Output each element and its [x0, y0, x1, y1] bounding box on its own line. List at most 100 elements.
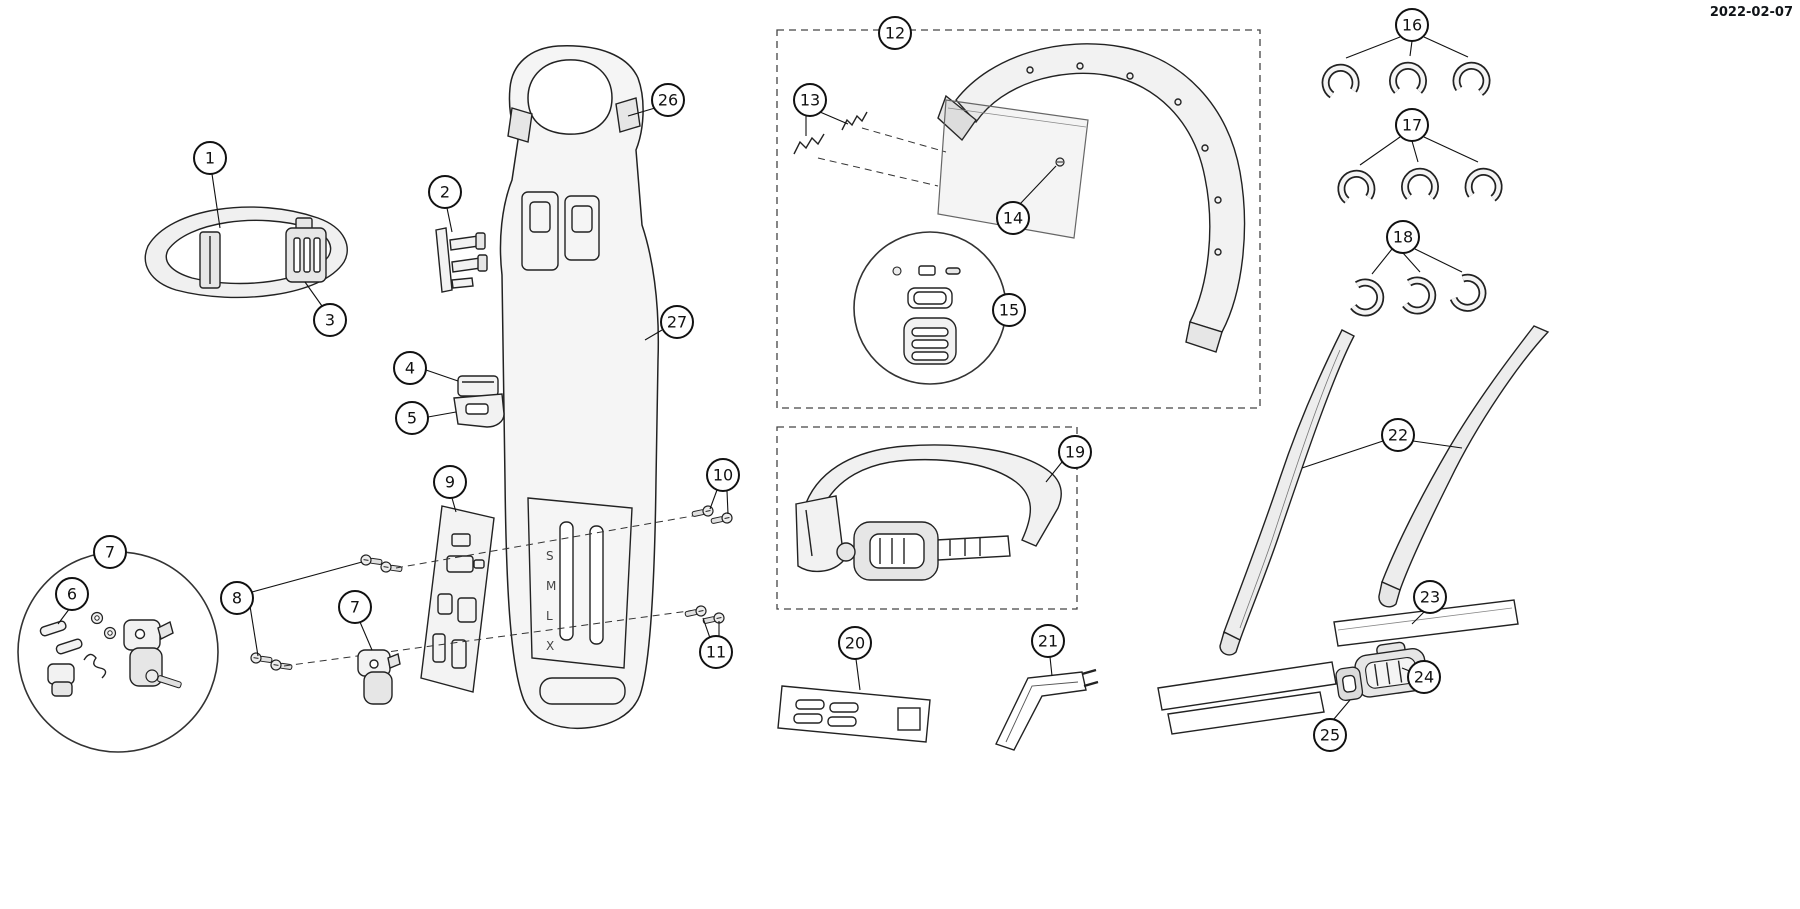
- callout-26: 26: [651, 83, 685, 117]
- callout-5: 5: [395, 401, 429, 435]
- part-9-mounting-plate: [420, 505, 495, 693]
- callout-9: 9: [433, 465, 467, 499]
- part-20-slotted-strap: [777, 685, 931, 743]
- callout-circle: [428, 175, 462, 209]
- callout-number: 11: [706, 643, 726, 662]
- callout-number: 18: [1393, 228, 1413, 247]
- callout-22: 22: [1381, 418, 1415, 452]
- callout-6: 6: [55, 577, 89, 611]
- callout-circle: [1395, 8, 1429, 42]
- callout-number: 20: [845, 634, 865, 653]
- callout-24: 24: [1407, 660, 1441, 694]
- lower-band-b: [1167, 691, 1325, 735]
- callout-number: 10: [713, 466, 733, 485]
- callout-11: 11: [699, 635, 733, 669]
- callout-circle: [338, 590, 372, 624]
- callout-number: 8: [232, 589, 242, 608]
- part-21-hook-strap: [995, 668, 1099, 751]
- callout-circle: [699, 635, 733, 669]
- callout-15: 15: [992, 293, 1026, 327]
- detail-circle-7: [17, 551, 219, 753]
- callout-circle: [651, 83, 685, 117]
- callout-number: 22: [1388, 426, 1408, 445]
- callout-13: 13: [793, 83, 827, 117]
- callout-number: 26: [658, 91, 678, 110]
- callout-circle: [395, 401, 429, 435]
- part-14-screw: [1055, 157, 1065, 167]
- callout-circle: [1058, 435, 1092, 469]
- group-box-19: [776, 426, 1078, 610]
- part-26-27-frame-body: S M L X: [499, 45, 660, 730]
- callout-number: 9: [445, 473, 455, 492]
- callout-25: 25: [1313, 718, 1347, 752]
- leader-lines: [57, 36, 1479, 720]
- callout-circle: [193, 141, 227, 175]
- part-2-bracket: [435, 227, 488, 293]
- callout-circle: [1381, 418, 1415, 452]
- callout-circle: [660, 305, 694, 339]
- callout-circle: [55, 577, 89, 611]
- callout-number: 1: [205, 149, 215, 168]
- callout-3: 3: [313, 303, 347, 337]
- detail-screw: [145, 669, 182, 689]
- part-19-headband: [795, 444, 1062, 581]
- callout-27: 27: [660, 305, 694, 339]
- callout-7-bracket: 7: [338, 590, 372, 624]
- lower-band-a: [1157, 661, 1337, 711]
- callout-circle: [1313, 718, 1347, 752]
- callout-number: 27: [667, 313, 687, 332]
- callout-number: 12: [885, 24, 905, 43]
- callout-circle: [706, 458, 740, 492]
- part-4-5-latch-clip: [453, 375, 505, 428]
- frame-size-mark-x: X: [546, 639, 554, 653]
- date-label: 2022-02-07: [1710, 5, 1793, 20]
- part-17-clips: [1339, 170, 1500, 201]
- callout-number: 4: [405, 359, 415, 378]
- part-7-bracket-small: [357, 649, 401, 705]
- callout-21: 21: [1031, 624, 1065, 658]
- callout-circle: [393, 351, 427, 385]
- callout-number: 2: [440, 183, 450, 202]
- part-1-headband-strap: [144, 206, 348, 299]
- callout-number: 7: [350, 598, 360, 617]
- callout-19: 19: [1058, 435, 1092, 469]
- callout-number: 14: [1003, 209, 1023, 228]
- callout-circle: [93, 535, 127, 569]
- callout-number: 24: [1414, 668, 1434, 687]
- part-10-screws: [690, 504, 734, 527]
- callout-2: 2: [428, 175, 462, 209]
- callout-number: 6: [67, 585, 77, 604]
- callout-circle: [1395, 108, 1429, 142]
- callout-circle: [313, 303, 347, 337]
- part-18-hook-clips: [1353, 275, 1488, 315]
- callout-23: 23: [1413, 580, 1447, 614]
- callout-circle: [996, 201, 1030, 235]
- callout-circle: [1413, 580, 1447, 614]
- detail-circle-15: [853, 231, 1007, 385]
- part-22-straps: [1219, 325, 1550, 656]
- callout-circle: [1031, 624, 1065, 658]
- frame-size-mark-m: M: [546, 579, 556, 593]
- callout-18: 18: [1386, 220, 1420, 254]
- callout-number: 25: [1320, 726, 1340, 745]
- callout-number: 16: [1402, 16, 1422, 35]
- callout-4: 4: [393, 351, 427, 385]
- callout-circle: [793, 83, 827, 117]
- callout-number: 23: [1420, 588, 1440, 607]
- callout-number: 21: [1038, 632, 1058, 651]
- part-12-visor: [937, 99, 1089, 239]
- part-12-crown-assembly: [793, 43, 1246, 353]
- callout-circle: [220, 581, 254, 615]
- callout-7-detail: 7: [93, 535, 127, 569]
- callout-12: 12: [878, 16, 912, 50]
- callout-circle: [878, 16, 912, 50]
- frame-size-mark-s: S: [546, 549, 554, 563]
- callout-10: 10: [706, 458, 740, 492]
- callout-number: 19: [1065, 443, 1085, 462]
- frame-size-mark-l: L: [546, 609, 553, 623]
- callout-17: 17: [1395, 108, 1429, 142]
- callout-20: 20: [838, 626, 872, 660]
- callout-number: 15: [999, 301, 1019, 320]
